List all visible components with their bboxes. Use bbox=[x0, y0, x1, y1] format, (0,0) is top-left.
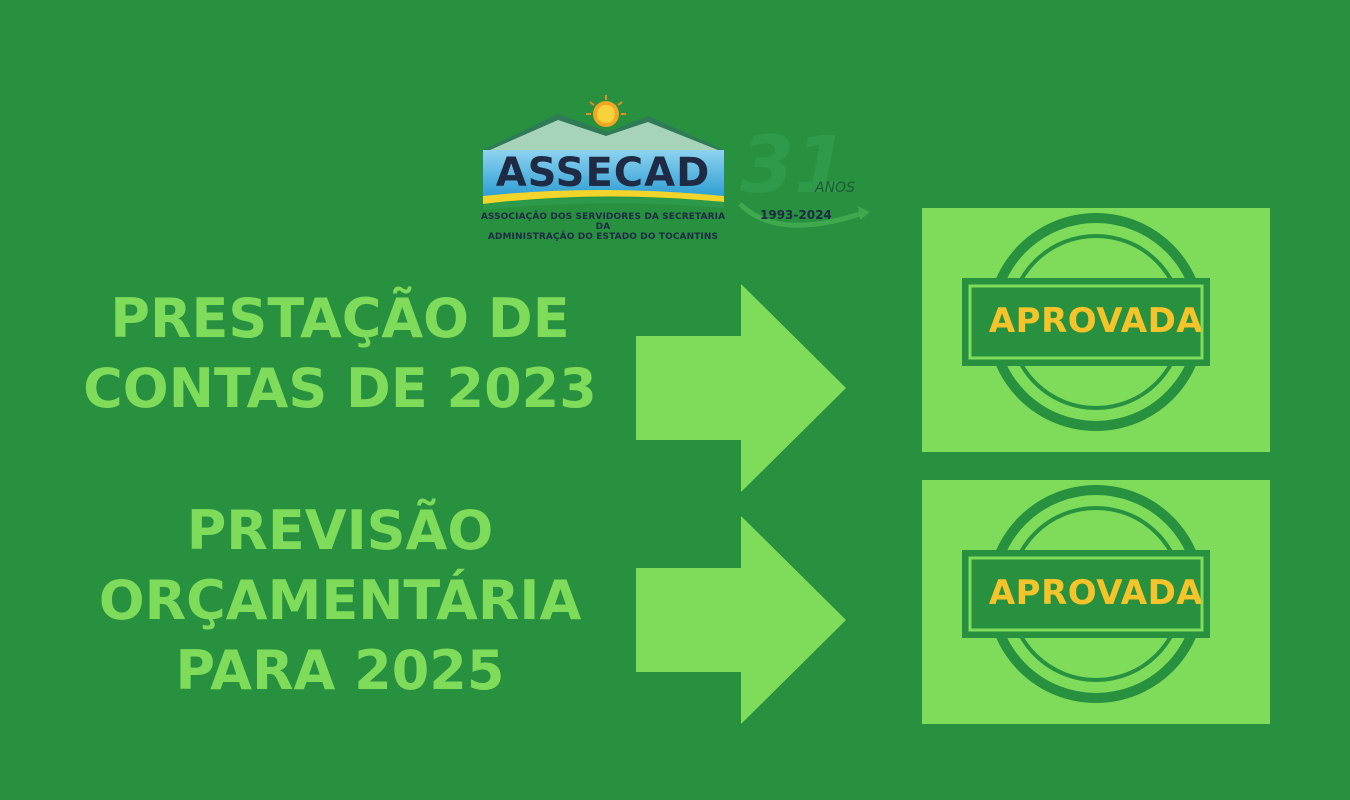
logo-name: ASSECAD bbox=[495, 150, 711, 196]
anniversary-years: 1993-2024 bbox=[760, 208, 832, 222]
stamp-icon bbox=[962, 485, 1210, 703]
headline-prestacao-contas: PRESTAÇÃO DE CONTAS DE 2023 bbox=[60, 284, 620, 424]
anniversary-word: ANOS bbox=[815, 180, 855, 196]
logo-graphic: 31 bbox=[483, 95, 870, 228]
anniversary-number: 31 bbox=[740, 121, 849, 211]
headline-1-line2: CONTAS DE 2023 bbox=[83, 357, 597, 420]
approved-stamp-box: APROVADA bbox=[922, 480, 1270, 724]
headline-1-line1: PRESTAÇÃO DE bbox=[110, 287, 570, 350]
assecad-logo: 31 ASSECAD ASSOCIAÇÃO DOS SERVIDORES DA … bbox=[478, 92, 878, 242]
logo-subtitle-line2: ADMINISTRAÇÃO DO ESTADO DO TOCANTINS bbox=[487, 232, 719, 242]
status-approved-label: APROVADA bbox=[988, 573, 1204, 613]
sun-icon bbox=[586, 95, 626, 127]
logo-subtitle-line1: ASSOCIAÇÃO DOS SERVIDORES DA SECRETARIA … bbox=[480, 212, 726, 232]
stamp-icon bbox=[962, 213, 1210, 431]
headline-2-line1: PREVISÃO bbox=[186, 499, 494, 562]
logo-subtitle: ASSOCIAÇÃO DOS SERVIDORES DA SECRETARIA … bbox=[478, 212, 728, 242]
headline-previsao-orcamentaria: PREVISÃO ORÇAMENTÁRIA PARA 2025 bbox=[60, 496, 620, 706]
headline-2-line3: PARA 2025 bbox=[175, 639, 505, 702]
headline-2-line2: ORÇAMENTÁRIA bbox=[98, 569, 582, 632]
status-approved-label: APROVADA bbox=[988, 301, 1204, 341]
arrow-right-icon bbox=[636, 516, 846, 724]
approved-stamp-box: APROVADA bbox=[922, 208, 1270, 452]
arrow-right-icon bbox=[636, 284, 846, 492]
